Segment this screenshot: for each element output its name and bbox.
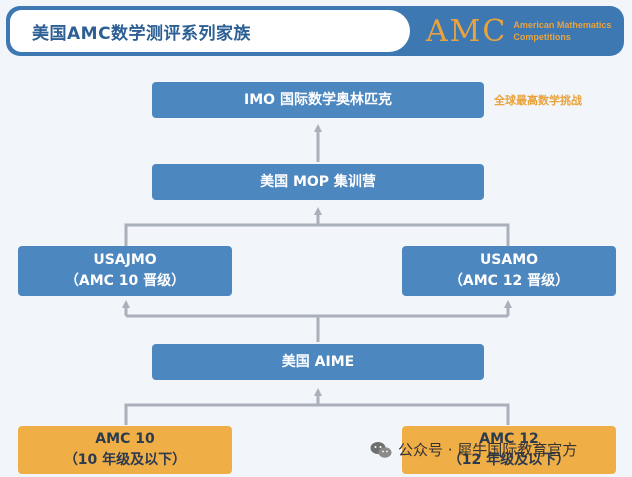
header-banner: 美国AMC数学测评系列家族 AMC American Mathematics C… bbox=[6, 6, 624, 56]
watermark: 公众号 · 犀牛国际教育官方 bbox=[370, 439, 577, 460]
node-usajmo: USAJMO （AMC 10 晋级） bbox=[18, 246, 232, 296]
node-aime: 美国 AIME bbox=[152, 344, 484, 380]
logo-line-1: American Mathematics bbox=[513, 20, 612, 30]
node-imo-label: IMO 国际数学奥林匹克 bbox=[244, 91, 392, 108]
logo-text: American Mathematics Competitions bbox=[513, 19, 611, 43]
wechat-icon bbox=[370, 441, 392, 458]
connector-jmo-mo-to-mop bbox=[124, 223, 510, 246]
amc-logo: AMC American Mathematics Competitions bbox=[426, 13, 611, 49]
logo-mark: AMC bbox=[426, 13, 508, 49]
watermark-text: 公众号 · 犀牛国际教育官方 bbox=[398, 441, 578, 459]
node-amc12-line-2: （12 年级及以下） bbox=[447, 452, 571, 468]
node-usajmo-line-1: USAJMO bbox=[93, 252, 157, 268]
logo-line-2: Competitions bbox=[513, 32, 571, 42]
node-usamo-line-2: （AMC 12 晋级） bbox=[448, 273, 570, 289]
node-aime-label: 美国 AIME bbox=[281, 353, 355, 370]
page-title: 美国AMC数学测评系列家族 bbox=[10, 10, 410, 52]
node-imo: IMO 国际数学奥林匹克 bbox=[152, 82, 484, 118]
node-amc12-line-1: AMC 12 bbox=[479, 431, 539, 447]
node-amc10-line-1: AMC 10 bbox=[95, 431, 155, 447]
node-mop: 美国 MOP 集训营 bbox=[152, 164, 484, 200]
node-usamo: USAMO （AMC 12 晋级） bbox=[402, 246, 616, 296]
node-amc10: AMC 10 （10 年级及以下） bbox=[18, 426, 232, 474]
node-amc12: AMC 12 （12 年级及以下） bbox=[402, 426, 616, 474]
node-amc10-line-2: （10 年级及以下） bbox=[63, 452, 187, 468]
node-usajmo-line-2: （AMC 10 晋级） bbox=[64, 273, 186, 289]
imo-note: 全球最高数学挑战 bbox=[494, 94, 582, 107]
node-mop-label: 美国 MOP 集训营 bbox=[260, 173, 376, 190]
node-usamo-line-1: USAMO bbox=[479, 252, 539, 268]
connector-amc-to-aime bbox=[124, 403, 510, 425]
